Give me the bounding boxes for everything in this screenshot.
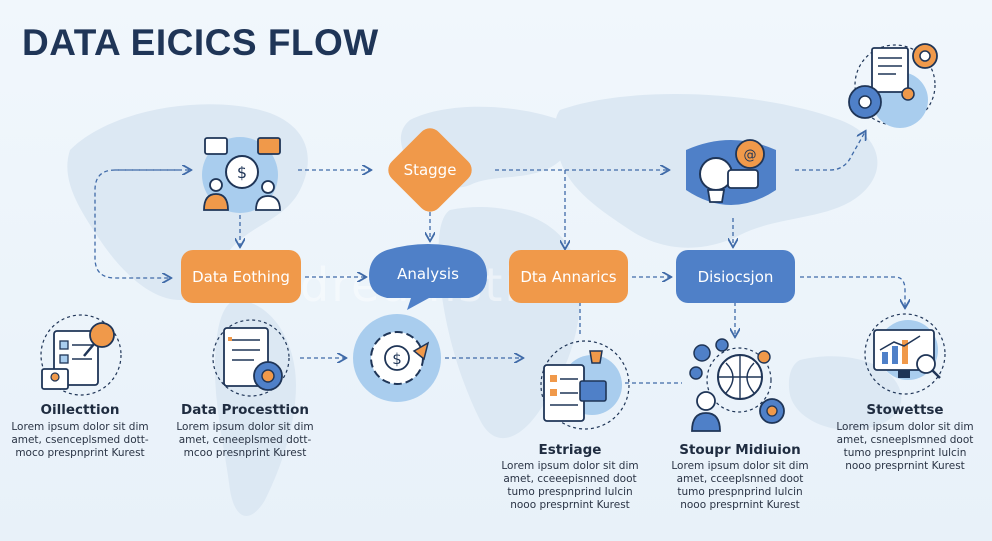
page-title: DATA EICICS FLOW [22,22,379,63]
gear-coin-icon: $ [353,314,441,402]
svg-text:$: $ [392,350,402,368]
dta-annarics-label: Dta Annarics [520,267,617,286]
collection-description: Lorem ipsum dolor sit dim amet, csencepl… [11,421,149,459]
connector-decision-icon-to-gears [795,132,865,171]
network-globe-icon [689,338,785,432]
dta-annarics-node: Dta Annarics [509,250,628,303]
processing-clipboard-icon [212,319,290,397]
disiocsjon-label: Disiocsjon [697,267,774,286]
data-eothing-node: Data Eothing [181,250,301,303]
estriage-description: Lorem ipsum dolor sit dim amet, cceeepis… [501,460,639,511]
storage-documents-icon [540,340,630,430]
collection-search-icon [40,314,122,396]
stoupr-title: Stoupr Midiuion [679,442,801,458]
stowette-description: Lorem ipsum dolor sit dim amet, csneepls… [836,421,974,472]
svg-text:$: $ [237,163,247,182]
stagge-diamond: Stagge [376,123,484,217]
finance-people-icon: $ [202,137,281,213]
connector-disiocsjon-to-stowette [800,276,905,307]
stowette-title: Stowettse [866,402,944,418]
processing-description: Lorem ipsum dolor sit dim amet, ceneepls… [176,421,314,459]
analysis-label: Analysis [397,265,459,283]
connector-loop-left [94,169,178,278]
estriage-title: Estriage [538,442,602,458]
gears-document-icon [848,43,938,128]
data-eothing-label: Data Eothing [192,267,290,286]
analysis-shape [369,244,487,310]
collection-title: Oillecttion [40,402,120,418]
bulb-gear-icon: @ [686,139,776,205]
monitor-chart-icon [864,313,946,395]
stagge-label: Stagge [403,161,457,179]
processing-title: Data Procesttion [180,402,310,418]
svg-text:@: @ [744,148,757,163]
stoupr-description: Lorem ipsum dolor sit dim amet, cceeplsn… [671,460,809,511]
disiocsjon-node: Disiocsjon [676,250,795,303]
analysis-node: Analysis [369,242,487,310]
